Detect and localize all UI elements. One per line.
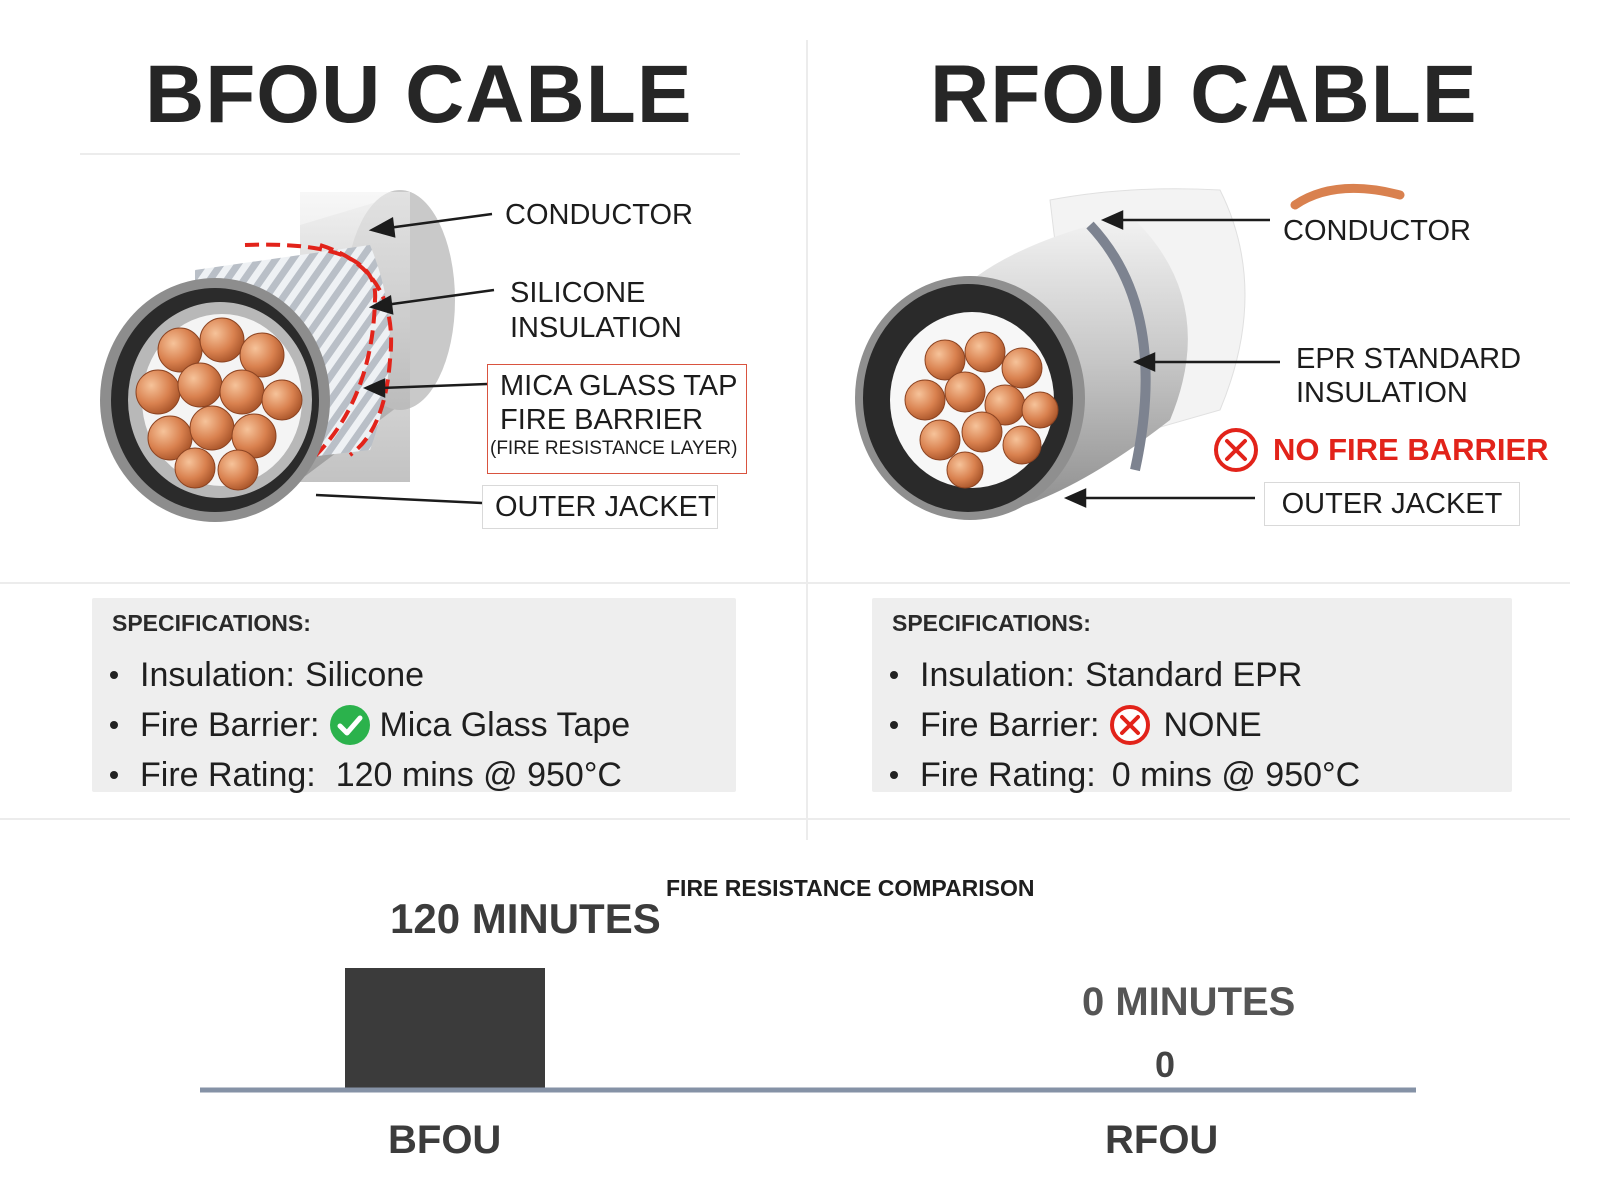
bfou-insulation-label-line1: SILICONE xyxy=(510,277,646,309)
rfou-spec-list: Insulation: Standard EPR Fire Barrier: NO… xyxy=(890,650,1360,800)
bfou-spec-panel: SPECIFICATIONS: Insulation: Silicone Fire… xyxy=(92,598,736,794)
rfou-spec-heading: SPECIFICATIONS: xyxy=(892,610,1091,636)
bullet-icon xyxy=(890,671,898,679)
bfou-spec-list: Insulation: Silicone Fire Barrier: Mica G… xyxy=(110,650,630,800)
bfou-conductor-label: CONDUCTOR xyxy=(505,199,693,231)
rfou-spec-panel: SPECIFICATIONS: Insulation:Standard EPR … xyxy=(872,598,1512,794)
bfou-jacket-label: OUTER JACKET xyxy=(482,485,718,529)
list-item: Fire Rating: 120 mins @ 950°C xyxy=(110,750,630,800)
bar-value-label-bfou: 120 MINUTES xyxy=(390,895,661,942)
rfou-arrows xyxy=(1063,210,1280,508)
list-item: Fire Barrier: Mica Glass Tape xyxy=(110,700,630,750)
rfou-title: RFOU CABLE xyxy=(930,49,1478,140)
spec-key: Fire Barrier: xyxy=(140,706,320,744)
bullet-icon xyxy=(110,671,118,679)
cross-icon xyxy=(1214,428,1258,472)
bfou-spec-heading: SPECIFICATIONS: xyxy=(112,610,311,636)
rfou-conductor-strands xyxy=(904,331,1059,489)
bfou-conductor-strands xyxy=(135,317,303,491)
spec-key: Insulation: xyxy=(920,656,1075,694)
rfou-insulation-label-line2: INSULATION xyxy=(1296,377,1468,409)
bfou-barrier-label-line3: (FIRE RESISTANCE LAYER) xyxy=(490,438,738,459)
bfou-barrier-label-line1: MICA GLASS TAP xyxy=(500,370,738,402)
spec-value: Silicone xyxy=(305,656,425,694)
category-label-rfou: RFOU xyxy=(1105,1118,1219,1162)
bullet-icon xyxy=(110,721,118,729)
rfou-copper-ring-accent xyxy=(1290,183,1405,210)
bar-value-label-rfou: 0 MINUTES xyxy=(1082,980,1296,1024)
list-item: Insulation: Standard EPR xyxy=(890,650,1360,700)
rfou-jacket-label: OUTER JACKET xyxy=(1264,482,1520,526)
list-item: Fire Barrier: NONE xyxy=(890,700,1360,750)
spec-key: Insulation: xyxy=(140,656,295,694)
spec-value: 0 mins @ 950°C xyxy=(1111,756,1361,794)
bullet-icon xyxy=(110,771,118,779)
bfou-cable-illustration xyxy=(100,190,495,522)
list-item: Insulation: Silicone xyxy=(110,650,630,700)
spec-key: Fire Rating: xyxy=(140,756,316,794)
chart-title: FIRE RESISTANCE COMPARISON xyxy=(666,875,1035,901)
bfou-fire-barrier-callout: MICA GLASS TAP FIRE BARRIER (FIRE RESIST… xyxy=(487,364,747,474)
no-fire-barrier-label: NO FIRE BARRIER xyxy=(1273,432,1549,467)
bullet-icon xyxy=(890,771,898,779)
bar-bfou xyxy=(345,968,545,1088)
category-label-bfou: BFOU xyxy=(388,1118,502,1162)
bfou-barrier-label-line2: FIRE BARRIER xyxy=(500,404,704,436)
rfou-insulation-label-line1: EPR STANDARD xyxy=(1296,343,1522,375)
spec-value: Standard EPR xyxy=(1085,656,1303,694)
list-item: Fire Rating: 0 mins @ 950°C xyxy=(890,750,1360,800)
bfou-title: BFOU CABLE xyxy=(145,49,693,140)
cross-icon xyxy=(1110,705,1151,745)
bfou-arrows xyxy=(315,212,495,505)
title-divider-left xyxy=(80,153,740,155)
rfou-cable-illustration xyxy=(855,183,1405,520)
rfou-zero-label: 0 xyxy=(1155,1044,1176,1085)
spec-key: Fire Barrier: xyxy=(920,706,1100,744)
bfou-insulation-label-line2: INSULATION xyxy=(510,312,682,344)
center-divider xyxy=(806,40,808,840)
spec-value: NONE xyxy=(1163,706,1262,744)
bullet-icon xyxy=(890,721,898,729)
rfou-conductor-label: CONDUCTOR xyxy=(1283,215,1471,247)
rfou-no-fire-barrier: NO FIRE BARRIER xyxy=(1213,427,1549,473)
spec-key: Fire Rating: xyxy=(920,756,1096,794)
fire-resistance-chart xyxy=(200,968,1416,1093)
spec-value: 120 mins @ 950°C xyxy=(335,756,622,794)
section-divider-bottom xyxy=(0,818,1570,820)
spec-value: Mica Glass Tape xyxy=(379,706,631,744)
section-divider-top xyxy=(0,582,1570,584)
check-icon xyxy=(330,705,371,745)
